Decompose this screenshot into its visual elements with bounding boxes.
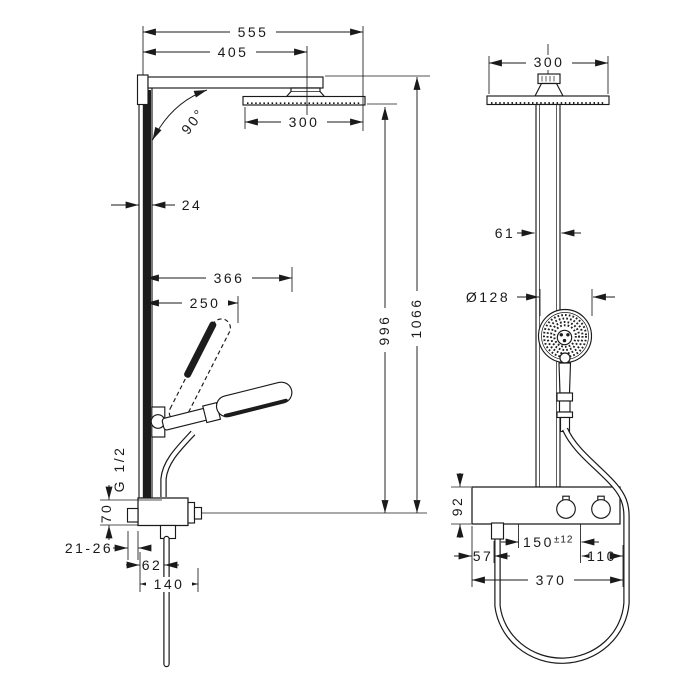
dim-57: 57 <box>473 548 494 564</box>
dim-g12: G 1/2 <box>111 446 127 493</box>
joint-flange-front <box>534 82 564 97</box>
dim-996: 996 <box>376 315 392 346</box>
handshower-face-side <box>223 398 288 418</box>
dim-250: 250 <box>190 295 221 311</box>
dim-61: 61 <box>495 225 516 241</box>
dim-1066: 1066 <box>408 297 424 338</box>
overhead-shower-side <box>242 95 366 106</box>
handshower-front <box>537 308 593 433</box>
thermostat-side <box>137 497 189 527</box>
dim-300-side: 300 <box>289 114 320 130</box>
wall-inlet-side <box>126 507 139 523</box>
handshower-handle-side <box>161 408 209 431</box>
handshower-side <box>161 381 293 431</box>
dim-24: 24 <box>182 197 203 213</box>
dim-366: 366 <box>214 270 245 286</box>
dim-300-front: 300 <box>534 54 565 70</box>
dim-21-26: 21-26 <box>65 540 113 556</box>
handshower-handle-front <box>558 362 572 394</box>
handshower-head-side <box>215 381 293 418</box>
dim-70: 70 <box>98 503 114 524</box>
dim-90deg-arc <box>152 89 208 141</box>
side-view <box>126 74 427 668</box>
spray-ring-1 <box>543 314 587 358</box>
front-view <box>471 44 630 664</box>
dim-62: 62 <box>142 557 163 573</box>
handshower-hub <box>556 329 573 346</box>
dim-110: 110 <box>587 548 617 564</box>
thermostat-knob-side <box>193 506 203 520</box>
dim-140: 140 <box>154 576 185 592</box>
handshower-pivot-front <box>559 352 571 364</box>
dim-92: 92 <box>449 496 465 517</box>
wall-bracket <box>136 74 149 106</box>
overhead-joint-front <box>537 73 561 85</box>
dim-d128: Ø128 <box>466 289 510 305</box>
dim-370: 370 <box>536 572 567 588</box>
dim-405: 405 <box>218 44 249 60</box>
dimensions-front: 300 61 Ø128 92 57 150±12 110 370 <box>449 54 624 588</box>
thermostat-knob-left <box>556 499 576 519</box>
spray-ring-3 <box>550 321 580 351</box>
thermostat-knob-right <box>591 499 611 519</box>
shower-arm <box>147 76 324 89</box>
overhead-joint-side <box>285 87 326 98</box>
dimensions-side: 555 405 300 90° 24 366 250 G 1/2 70 21-2… <box>65 24 430 592</box>
dim-555: 555 <box>238 24 269 40</box>
spray-ring-4 <box>553 324 577 348</box>
dim-150: 150±12 <box>523 534 573 550</box>
shower-bar-profile <box>142 90 151 498</box>
thermostat-knob-side-base <box>187 501 196 524</box>
hose-fitting-front <box>490 522 505 540</box>
